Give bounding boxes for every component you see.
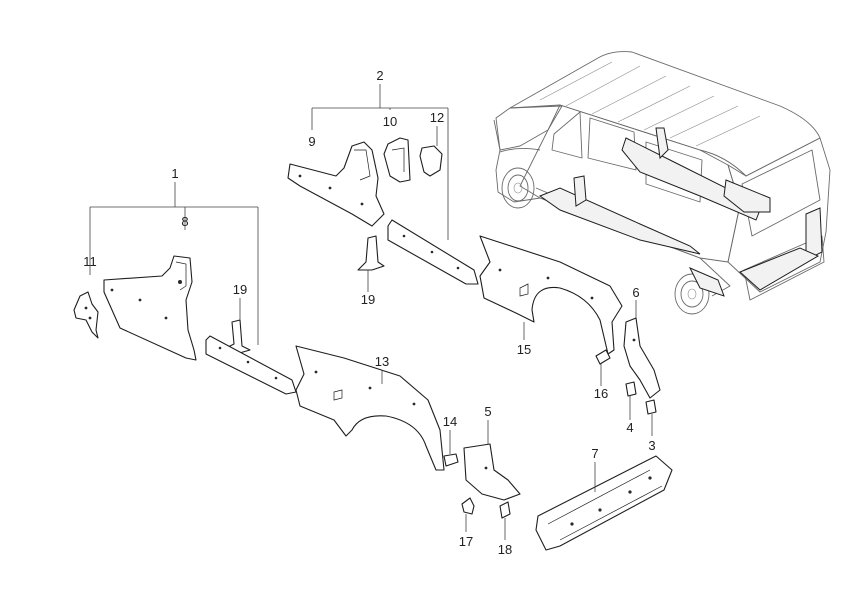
part-4-clip bbox=[625, 381, 637, 397]
callout-19-lower: 19 bbox=[233, 282, 247, 297]
callout-2: 2 bbox=[376, 68, 383, 83]
callout-1: 1 bbox=[171, 166, 178, 181]
part-19-lower-bracket bbox=[225, 319, 251, 355]
part-11-bracket bbox=[73, 291, 99, 339]
callout-7: 7 bbox=[591, 446, 598, 461]
part-5-wheel-arch-extension bbox=[463, 443, 521, 501]
front-wheel bbox=[501, 167, 535, 209]
part-13-lower-side-panel bbox=[295, 345, 445, 471]
group-1-leader bbox=[89, 182, 259, 345]
part-16-plate bbox=[595, 349, 611, 365]
rear-wheel bbox=[674, 273, 710, 315]
callout-12: 12 bbox=[430, 110, 444, 125]
callout-13: 13 bbox=[375, 354, 389, 369]
part-3-clip bbox=[645, 399, 657, 415]
callout-15: 15 bbox=[517, 342, 531, 357]
part-10-pillar-bracket bbox=[383, 137, 411, 183]
part-9-upper-side-panel bbox=[287, 141, 385, 227]
part-18-clip bbox=[499, 501, 511, 519]
callout-14: 14 bbox=[443, 414, 457, 429]
part-19-upper-bracket bbox=[357, 235, 385, 271]
callout-4: 4 bbox=[626, 420, 633, 435]
part-15-rear-quarter-inner bbox=[479, 235, 623, 355]
inner-sill-rail-upper bbox=[387, 219, 479, 285]
part-12-cap bbox=[419, 145, 443, 177]
part-8-side-sill-panel bbox=[103, 255, 197, 361]
callout-10: 10 bbox=[383, 114, 397, 129]
callout-9: 9 bbox=[308, 134, 315, 149]
part-14-clip bbox=[443, 453, 459, 467]
van-illustration bbox=[493, 51, 831, 315]
part-17-clip bbox=[461, 497, 475, 515]
callout-6: 6 bbox=[632, 285, 639, 300]
callout-5: 5 bbox=[484, 404, 491, 419]
part-6-rear-pillar-extension bbox=[623, 317, 661, 399]
callout-3: 3 bbox=[648, 438, 655, 453]
callout-19-upper: 19 bbox=[361, 292, 375, 307]
callout-18: 18 bbox=[498, 542, 512, 557]
callout-11: 11 bbox=[83, 254, 97, 269]
callout-17: 17 bbox=[459, 534, 473, 549]
inner-sill-rail-lower bbox=[205, 335, 297, 395]
callout-16: 16 bbox=[594, 386, 608, 401]
callout-8: 8 bbox=[181, 214, 188, 229]
group-2-leader bbox=[311, 84, 449, 240]
part-7-rear-floor-member bbox=[535, 455, 673, 551]
